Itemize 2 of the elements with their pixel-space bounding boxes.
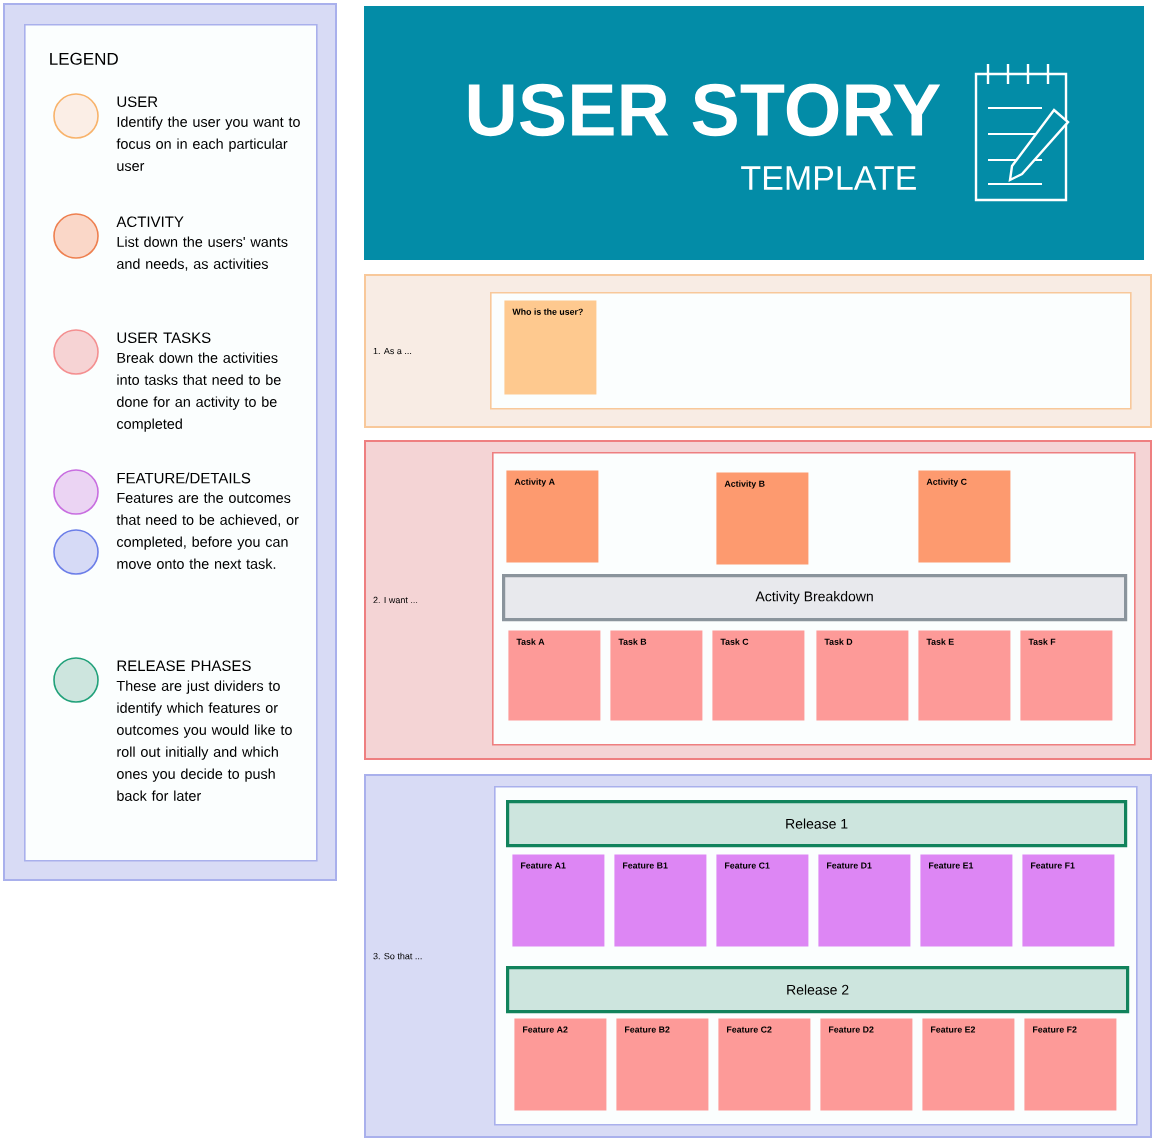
title: USER STORY (468, 83, 941, 137)
subtitle: TEMPLATE (741, 166, 916, 190)
